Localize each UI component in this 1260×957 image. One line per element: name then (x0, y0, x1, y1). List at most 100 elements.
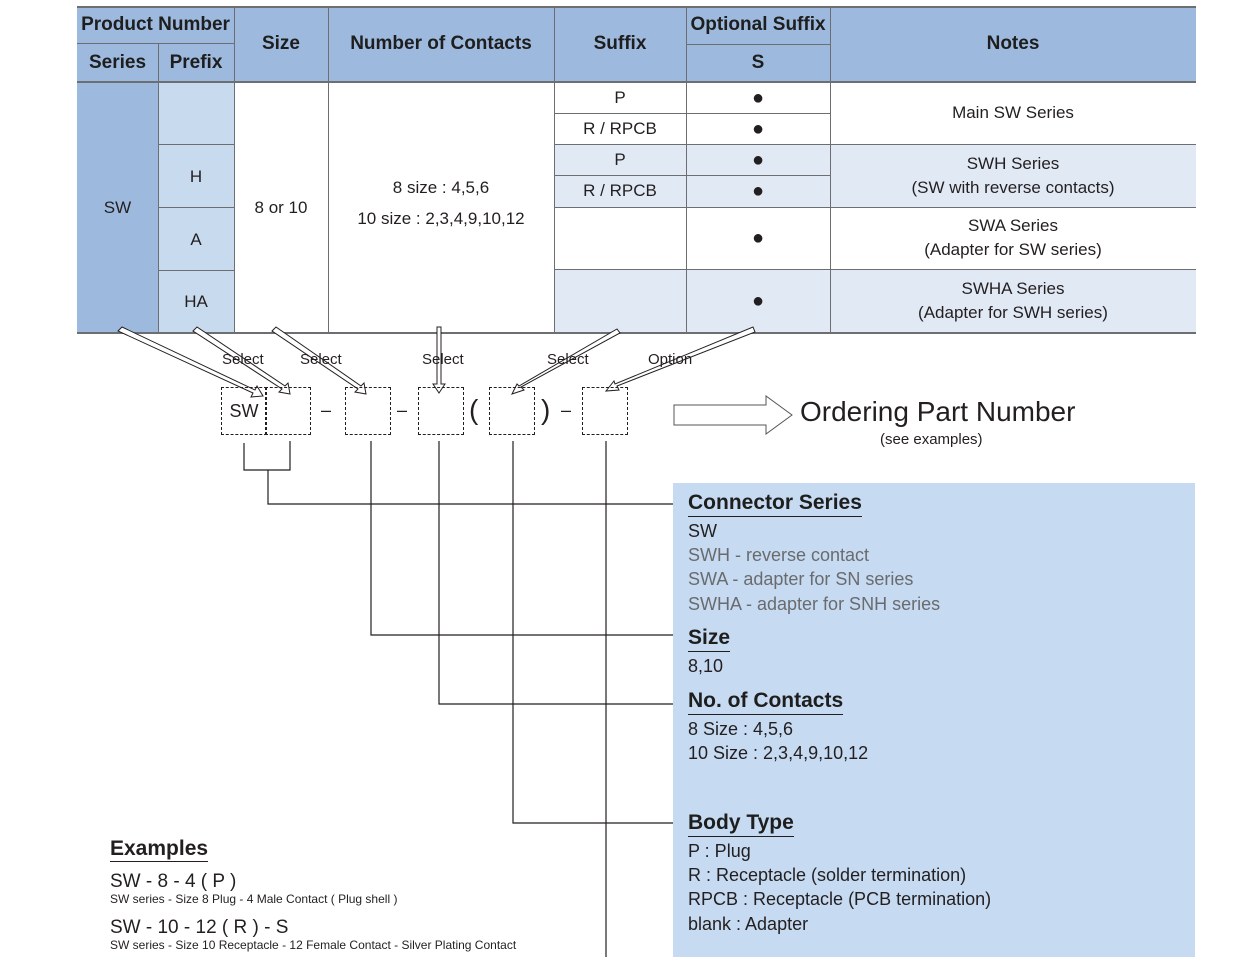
optional-mark: ● (686, 269, 830, 333)
contacts-item: 8 Size : 4,5,6 (688, 719, 794, 739)
leader-size (370, 441, 673, 636)
example-code: SW - 8 - 4 ( P ) (110, 871, 237, 892)
body-type-heading: Body Type (688, 810, 794, 837)
contacts-heading: No. of Contacts (688, 688, 844, 715)
suffix-cell: R / RPCB (554, 175, 686, 207)
table-divider (328, 6, 329, 333)
header-contacts: Number of Contacts (328, 6, 554, 82)
slot-size[interactable] (345, 387, 391, 435)
table-divider (554, 6, 555, 333)
series-cell: SW (77, 82, 158, 333)
connector-series-item: SWHA - adapter for SNH series (688, 594, 941, 614)
table-divider (554, 144, 1196, 145)
notes-cell: SWHA Series (Adapter for SWH series) (830, 269, 1196, 333)
contacts-cell: 8 size : 4,5,6 10 size : 2,3,4,9,10,12 (328, 82, 554, 333)
example-code: SW - 10 - 12 ( R ) - S (110, 917, 289, 938)
table-divider (77, 81, 1196, 83)
notes-line: Main SW Series (952, 103, 1074, 122)
prefix-cell: A (158, 208, 234, 271)
arrow-label: Option (648, 351, 693, 368)
example-description: SW series - Size 10 Receptacle - 12 Fema… (110, 938, 517, 952)
examples-heading: Examples (110, 837, 209, 862)
table-divider (158, 144, 234, 145)
header-suffix: Suffix (554, 6, 686, 82)
leader-bracket (243, 441, 291, 471)
size-item: 8,10 (688, 656, 724, 676)
optional-mark: ● (686, 113, 830, 144)
size-heading: Size (688, 625, 731, 652)
table-divider (158, 43, 159, 333)
table-divider (158, 207, 234, 208)
dash-separator: – (321, 400, 332, 420)
table-border (77, 332, 1196, 334)
suffix-cell: R / RPCB (554, 113, 686, 144)
table-divider (554, 207, 1196, 208)
suffix-cell: P (554, 144, 686, 175)
body-type-item: blank : Adapter (688, 914, 809, 934)
table-divider (686, 44, 830, 45)
table-divider (830, 6, 831, 333)
dash-separator: – (561, 400, 572, 420)
prefix-cell: HA (158, 271, 234, 333)
slot-prefix[interactable] (265, 387, 311, 435)
optional-mark: ● (686, 144, 830, 175)
table-divider (234, 6, 235, 333)
notes-cell: SWH Series (SW with reverse contacts) (830, 144, 1196, 207)
optional-mark: ● (686, 207, 830, 269)
body-type-item: R : Receptacle (solder termination) (688, 865, 967, 885)
leader-body-type (512, 441, 673, 824)
ordering-table: Product Number Series Prefix Size Number… (77, 6, 1196, 334)
connector-series-heading: Connector Series (688, 490, 862, 517)
header-notes: Notes (830, 6, 1196, 82)
prefix-cell (158, 82, 234, 145)
suffix-cell: P (554, 82, 686, 113)
optional-mark: ● (686, 175, 830, 207)
notes-line: SWHA Series (961, 279, 1065, 298)
slot-body-type[interactable] (489, 387, 535, 435)
slot-series: SW (221, 387, 267, 435)
table-divider (77, 43, 234, 44)
notes-line: SWH Series (966, 153, 1060, 173)
header-series: Series (77, 43, 158, 82)
connector-series-item: SWA - adapter for SN series (688, 569, 914, 589)
connector-series-item: SW (688, 521, 717, 541)
header-optional-suffix: Optional Suffix (686, 6, 830, 44)
optional-mark: ● (686, 82, 830, 113)
example-description: SW series - Size 8 Plug - 4 Male Contact… (110, 892, 398, 906)
header-optional-suffix-code: S (686, 44, 830, 82)
contacts-line: 10 size : 2,3,4,9,10,12 (357, 208, 525, 228)
notes-line: (Adapter for SW series) (924, 240, 1102, 259)
body-type-item: P : Plug (688, 841, 751, 861)
dash-separator: – (397, 400, 408, 420)
open-paren: ( (469, 394, 479, 425)
slot-contacts[interactable] (418, 387, 464, 435)
arrow-label: Select (300, 351, 342, 368)
suffix-cell (554, 207, 686, 269)
table-divider (554, 269, 1196, 270)
table-border (77, 6, 1196, 8)
notes-line: (SW with reverse contacts) (911, 177, 1115, 197)
ordering-part-number-title: Ordering Part Number (800, 396, 1076, 427)
suffix-cell (554, 269, 686, 333)
header-product-number: Product Number (77, 6, 234, 43)
arrow-label: Select (222, 351, 264, 368)
size-cell: 8 or 10 (234, 82, 328, 333)
notes-line: (Adapter for SWH series) (918, 303, 1108, 322)
header-size: Size (234, 6, 328, 82)
table-divider (686, 6, 687, 333)
leader-connector-series (267, 470, 673, 505)
result-arrow (673, 395, 793, 435)
connector-series-item: SWH - reverse contact (688, 545, 870, 565)
prefix-cell: H (158, 145, 234, 208)
table-divider (158, 270, 234, 271)
legend-panel (673, 483, 1195, 957)
table-divider (554, 175, 830, 176)
contacts-item: 10 Size : 2,3,4,9,10,12 (688, 743, 869, 763)
table-divider (554, 113, 830, 114)
ordering-part-number-subtitle: (see examples) (880, 431, 983, 448)
arrow-label: Select (547, 351, 589, 368)
contacts-line: 8 size : 4,5,6 (392, 177, 490, 197)
slot-option[interactable] (582, 387, 628, 435)
close-paren: ) (541, 394, 551, 425)
header-prefix: Prefix (158, 43, 234, 82)
